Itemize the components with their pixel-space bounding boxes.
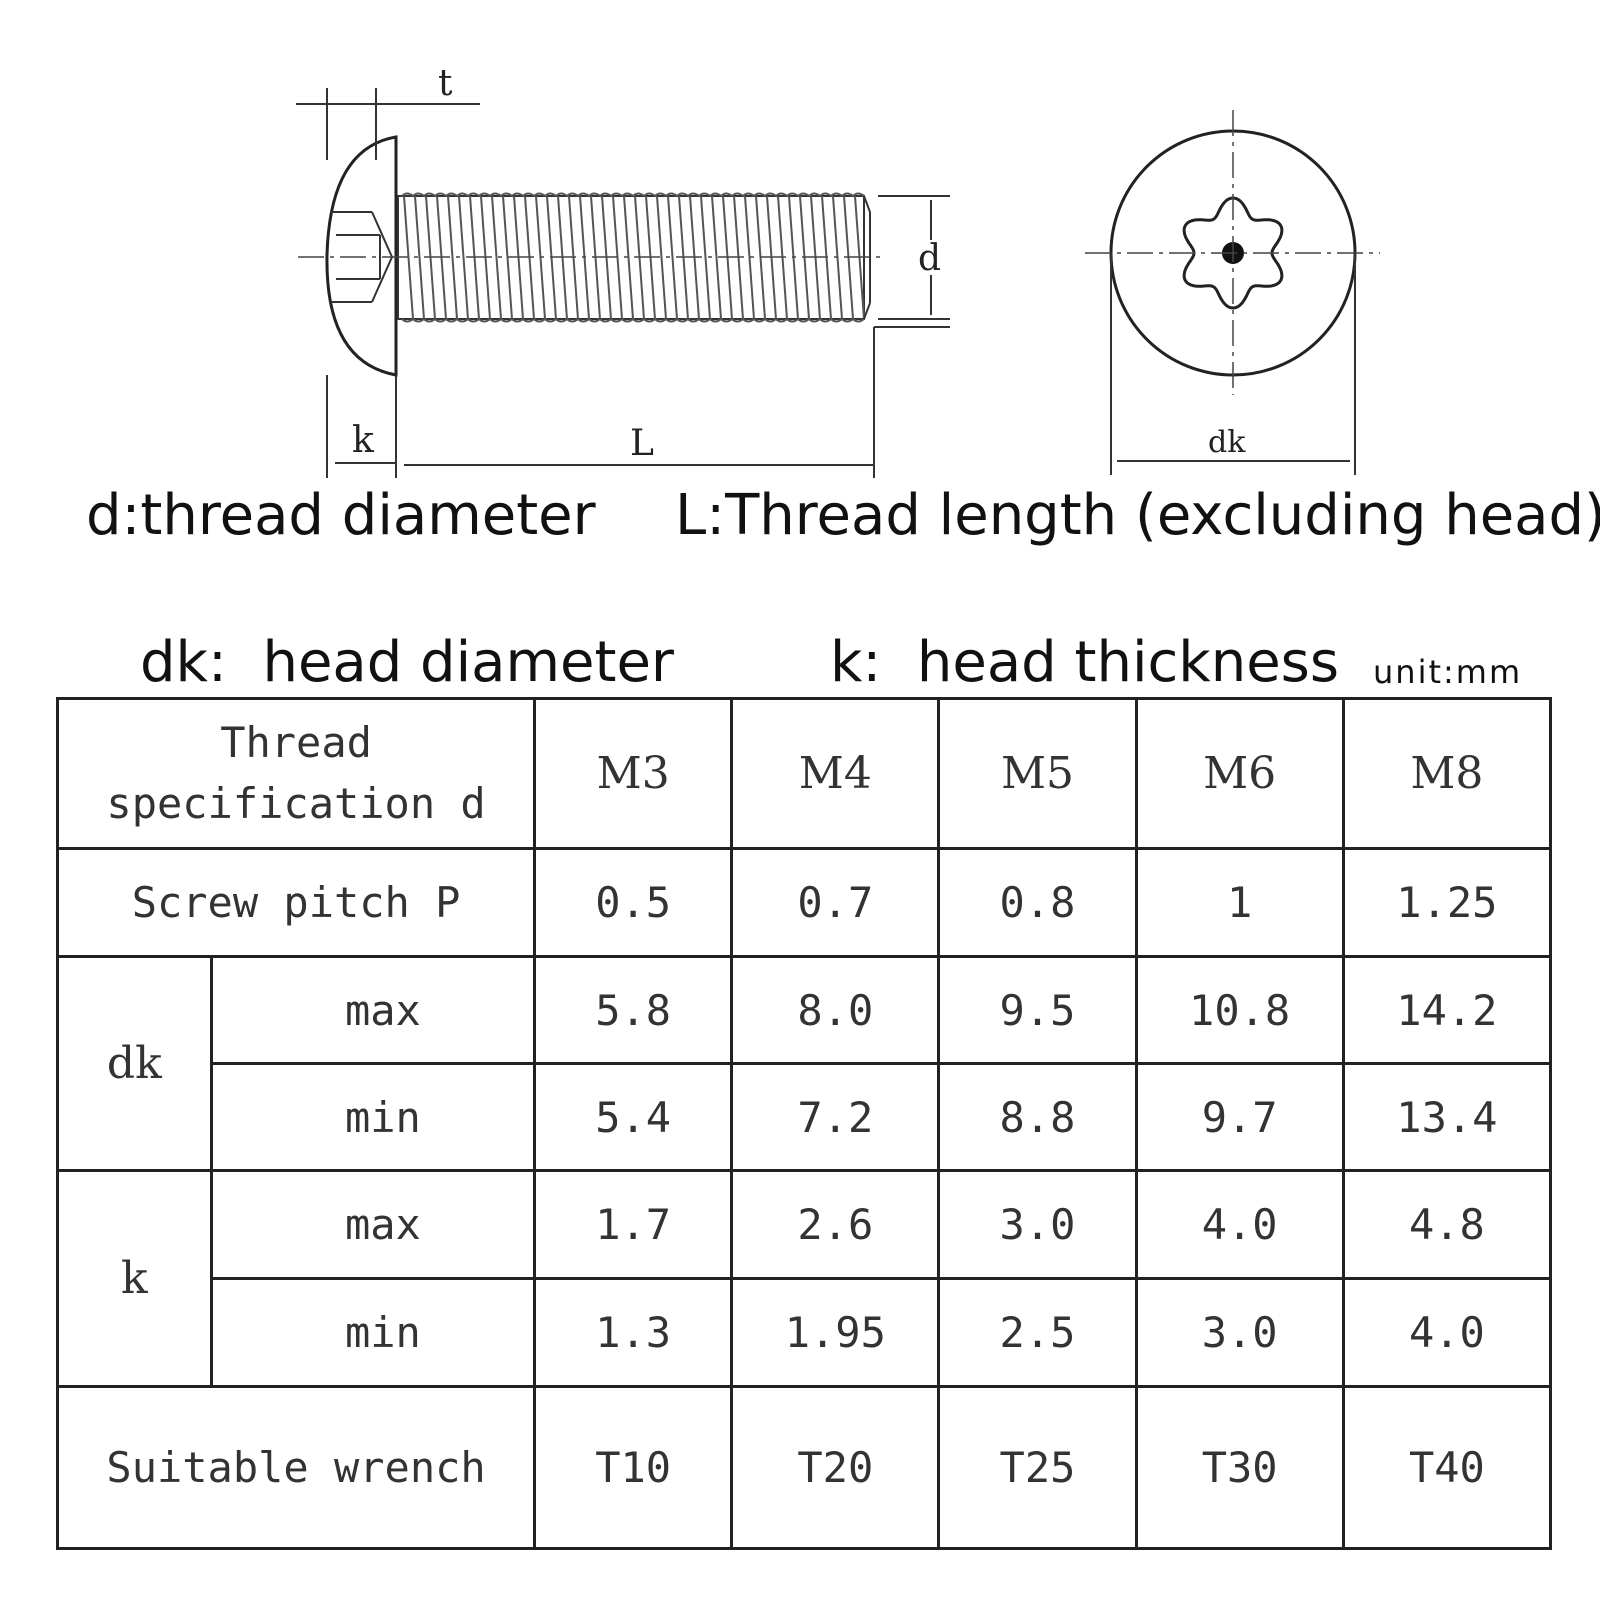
cell-k-max-m5: 3.0 bbox=[937, 1169, 1138, 1280]
dimension-k bbox=[326, 375, 397, 478]
cell-dk-min-m3: 5.4 bbox=[533, 1062, 734, 1172]
cell-dk-min-m6: 9.7 bbox=[1134, 1062, 1345, 1172]
cell-k-max-m3: 1.7 bbox=[533, 1169, 734, 1280]
cell-dk-max-m4: 8.0 bbox=[730, 955, 941, 1065]
cell-dk-max-m6: 10.8 bbox=[1134, 955, 1345, 1065]
dimension-t bbox=[296, 88, 480, 160]
thread-tip bbox=[863, 195, 871, 213]
label-L: L bbox=[630, 423, 654, 464]
cell-m6: M6 bbox=[1134, 697, 1345, 850]
dimension-d bbox=[878, 195, 950, 320]
cell-k-min-m5: 2.5 bbox=[937, 1277, 1138, 1388]
cell-k-max-m4: 2.6 bbox=[730, 1169, 941, 1280]
cell-k-min-m6: 3.0 bbox=[1134, 1277, 1345, 1388]
row-pitch: Screw pitch P 0.5 0.7 0.8 1 1.25 bbox=[55, 847, 1553, 958]
label-dk-max: max bbox=[209, 955, 537, 1065]
cell-m3: M3 bbox=[533, 697, 734, 850]
legend-thread-length: L:Thread length (excluding head) bbox=[675, 483, 1600, 548]
cell-dk-max-m8: 14.2 bbox=[1341, 955, 1553, 1065]
cell-pitch-m4: 0.7 bbox=[730, 847, 941, 958]
legend-head-diameter: dk: head diameter bbox=[140, 630, 674, 695]
cell-dk-min-m4: 7.2 bbox=[730, 1062, 941, 1172]
legend-thread-diameter: d:thread diameter bbox=[86, 483, 596, 548]
label-dk-min: min bbox=[209, 1062, 537, 1172]
cell-k-max-m6: 4.0 bbox=[1134, 1169, 1345, 1280]
cell-wrench-m5: T25 bbox=[937, 1385, 1138, 1550]
cell-wrench-m4: T20 bbox=[730, 1385, 941, 1550]
cell-wrench-m8: T40 bbox=[1341, 1385, 1553, 1550]
cell-dk-max-m5: 9.5 bbox=[937, 955, 1138, 1065]
legend-head-thickness: k: head thickness bbox=[830, 630, 1340, 695]
screw-technical-drawing: t d k L dk bbox=[296, 63, 1380, 478]
cell-m4: M4 bbox=[730, 697, 941, 850]
row-dk-max: dk max 5.8 8.0 9.5 10.8 14.2 bbox=[56, 955, 1553, 1172]
label-k-min: min bbox=[209, 1277, 537, 1388]
screw-head bbox=[325, 135, 398, 377]
label-k: k bbox=[352, 420, 375, 461]
dimension-L bbox=[404, 326, 950, 478]
label-wrench: Suitable wrench bbox=[55, 1385, 537, 1550]
row-thread-spec: Thread specification d M3 M4 M5 M6 M8 bbox=[55, 697, 1553, 850]
row-dk-min: min 5.4 7.2 8.8 9.7 13.4 bbox=[58, 1062, 1553, 1172]
label-dk: dk bbox=[1208, 425, 1246, 460]
row-k-min: min 1.3 1.95 2.5 3.0 4.0 bbox=[58, 1277, 1553, 1388]
cell-wrench-m6: T30 bbox=[1134, 1385, 1345, 1550]
header-thread-spec: Thread specification d bbox=[55, 697, 537, 850]
label-k-max: max bbox=[209, 1169, 537, 1280]
cell-pitch-m8: 1.25 bbox=[1341, 847, 1553, 958]
label-pitch: Screw pitch P bbox=[55, 847, 537, 958]
row-k-max: k max 1.7 2.6 3.0 4.0 4.8 bbox=[56, 1169, 1553, 1388]
cell-k-max-m8: 4.8 bbox=[1341, 1169, 1553, 1280]
cell-pitch-m3: 0.5 bbox=[533, 847, 734, 958]
cell-wrench-m3: T10 bbox=[533, 1385, 734, 1550]
cell-k-min-m8: 4.0 bbox=[1341, 1277, 1553, 1388]
cell-m8: M8 bbox=[1341, 697, 1553, 850]
label-t: t bbox=[438, 63, 453, 104]
cell-dk-min-m5: 8.8 bbox=[937, 1062, 1138, 1172]
label-d: d bbox=[918, 238, 941, 279]
cell-pitch-m6: 1 bbox=[1134, 847, 1345, 958]
row-wrench: Suitable wrench T10 T20 T25 T30 T40 bbox=[55, 1385, 1553, 1550]
cell-dk-min-m8: 13.4 bbox=[1341, 1062, 1553, 1172]
spec-table: Thread specification d M3 M4 M5 M6 M8 Sc… bbox=[55, 697, 1553, 1550]
label-dk: dk bbox=[56, 955, 213, 1172]
cell-pitch-m5: 0.8 bbox=[937, 847, 1138, 958]
cell-m5: M5 bbox=[937, 697, 1138, 850]
unit-label: unit:mm bbox=[1373, 653, 1523, 691]
cell-k-min-m3: 1.3 bbox=[533, 1277, 734, 1388]
label-k: k bbox=[56, 1169, 213, 1388]
cell-dk-max-m3: 5.8 bbox=[533, 955, 734, 1065]
cell-k-min-m4: 1.95 bbox=[730, 1277, 941, 1388]
dimension-dk bbox=[1110, 253, 1356, 475]
